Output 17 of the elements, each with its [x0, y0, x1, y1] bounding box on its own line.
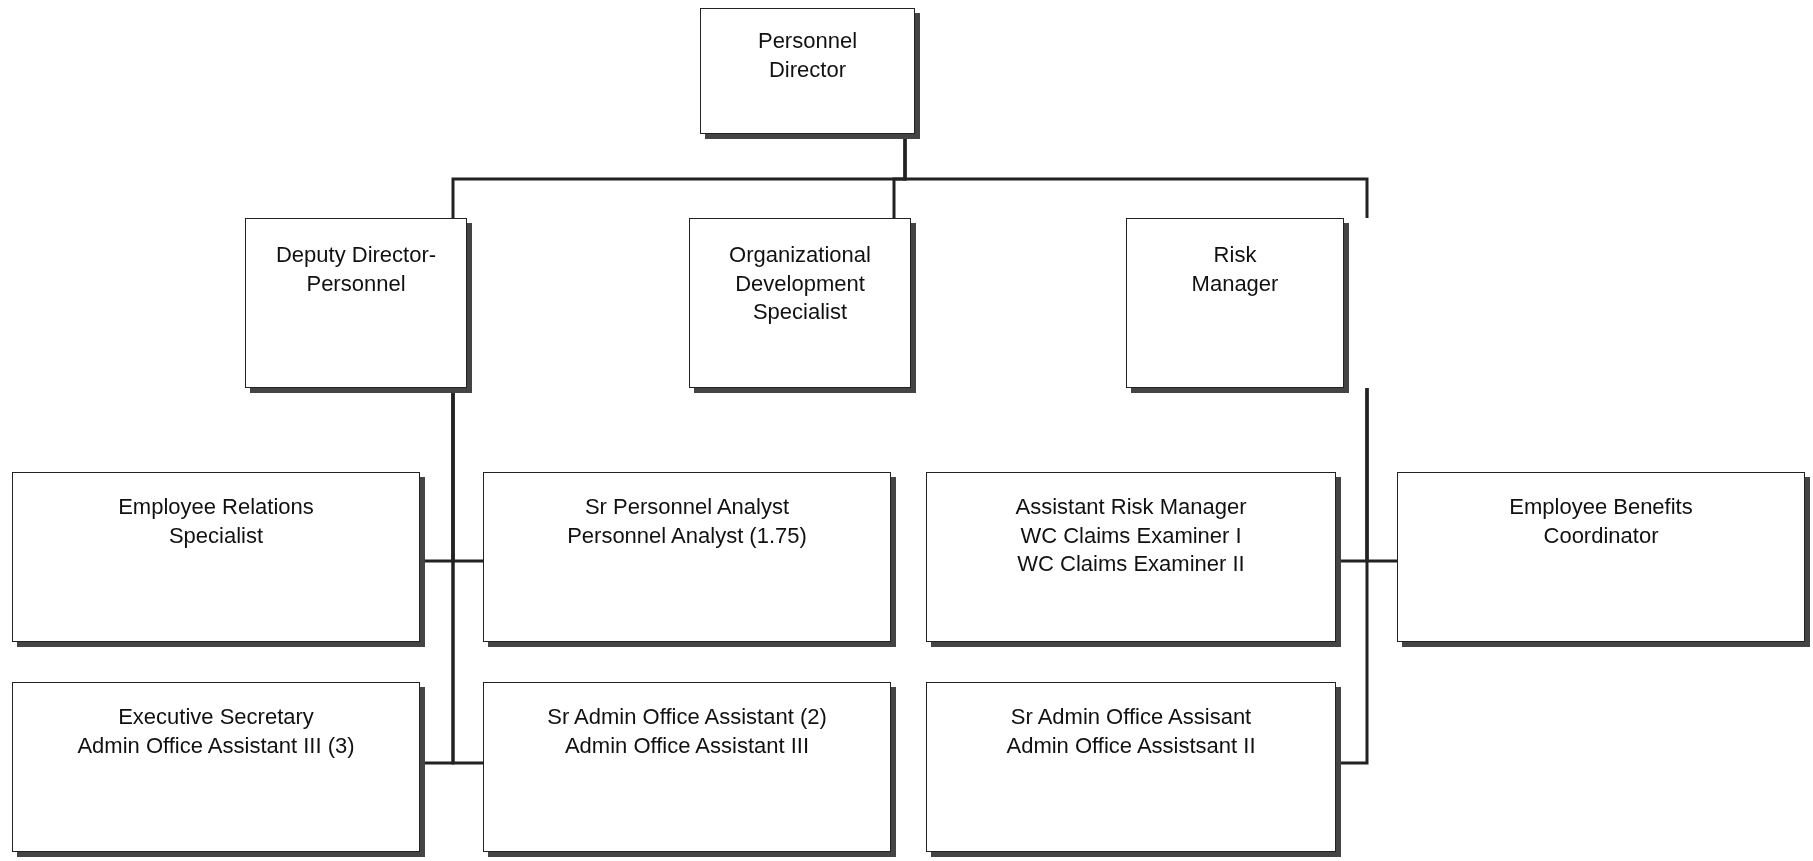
- job-title: Risk Manager: [1190, 241, 1280, 298]
- job-title: WC Claims Examiner II: [1017, 550, 1245, 579]
- job-title: Sr Admin Office Assistant (2): [547, 703, 827, 731]
- job-title: Employee Relations Specialist: [117, 493, 315, 550]
- job-title: Employee Benefits Coordinator: [1508, 493, 1694, 550]
- job-title: Assistant Risk Manager: [1015, 493, 1247, 521]
- job-title: Personnel Analyst (1.75): [567, 521, 807, 550]
- job-title: WC Claims Examiner I: [1020, 521, 1242, 550]
- job-title: Admin Office Assistant III (3): [77, 731, 355, 760]
- job-title: Deputy Director-Personnel: [274, 241, 438, 298]
- job-title: Sr Admin Office Assisant: [1010, 703, 1252, 731]
- job-title: Executive Secretary: [118, 703, 314, 731]
- job-title: Sr Personnel Analyst: [584, 493, 790, 521]
- job-title: Organizational Development Specialist: [728, 241, 872, 327]
- job-title: Admin Office Assistant III: [564, 731, 810, 760]
- job-title: Admin Office Assistsant II: [1006, 731, 1256, 760]
- job-title: Personnel Director: [756, 27, 859, 84]
